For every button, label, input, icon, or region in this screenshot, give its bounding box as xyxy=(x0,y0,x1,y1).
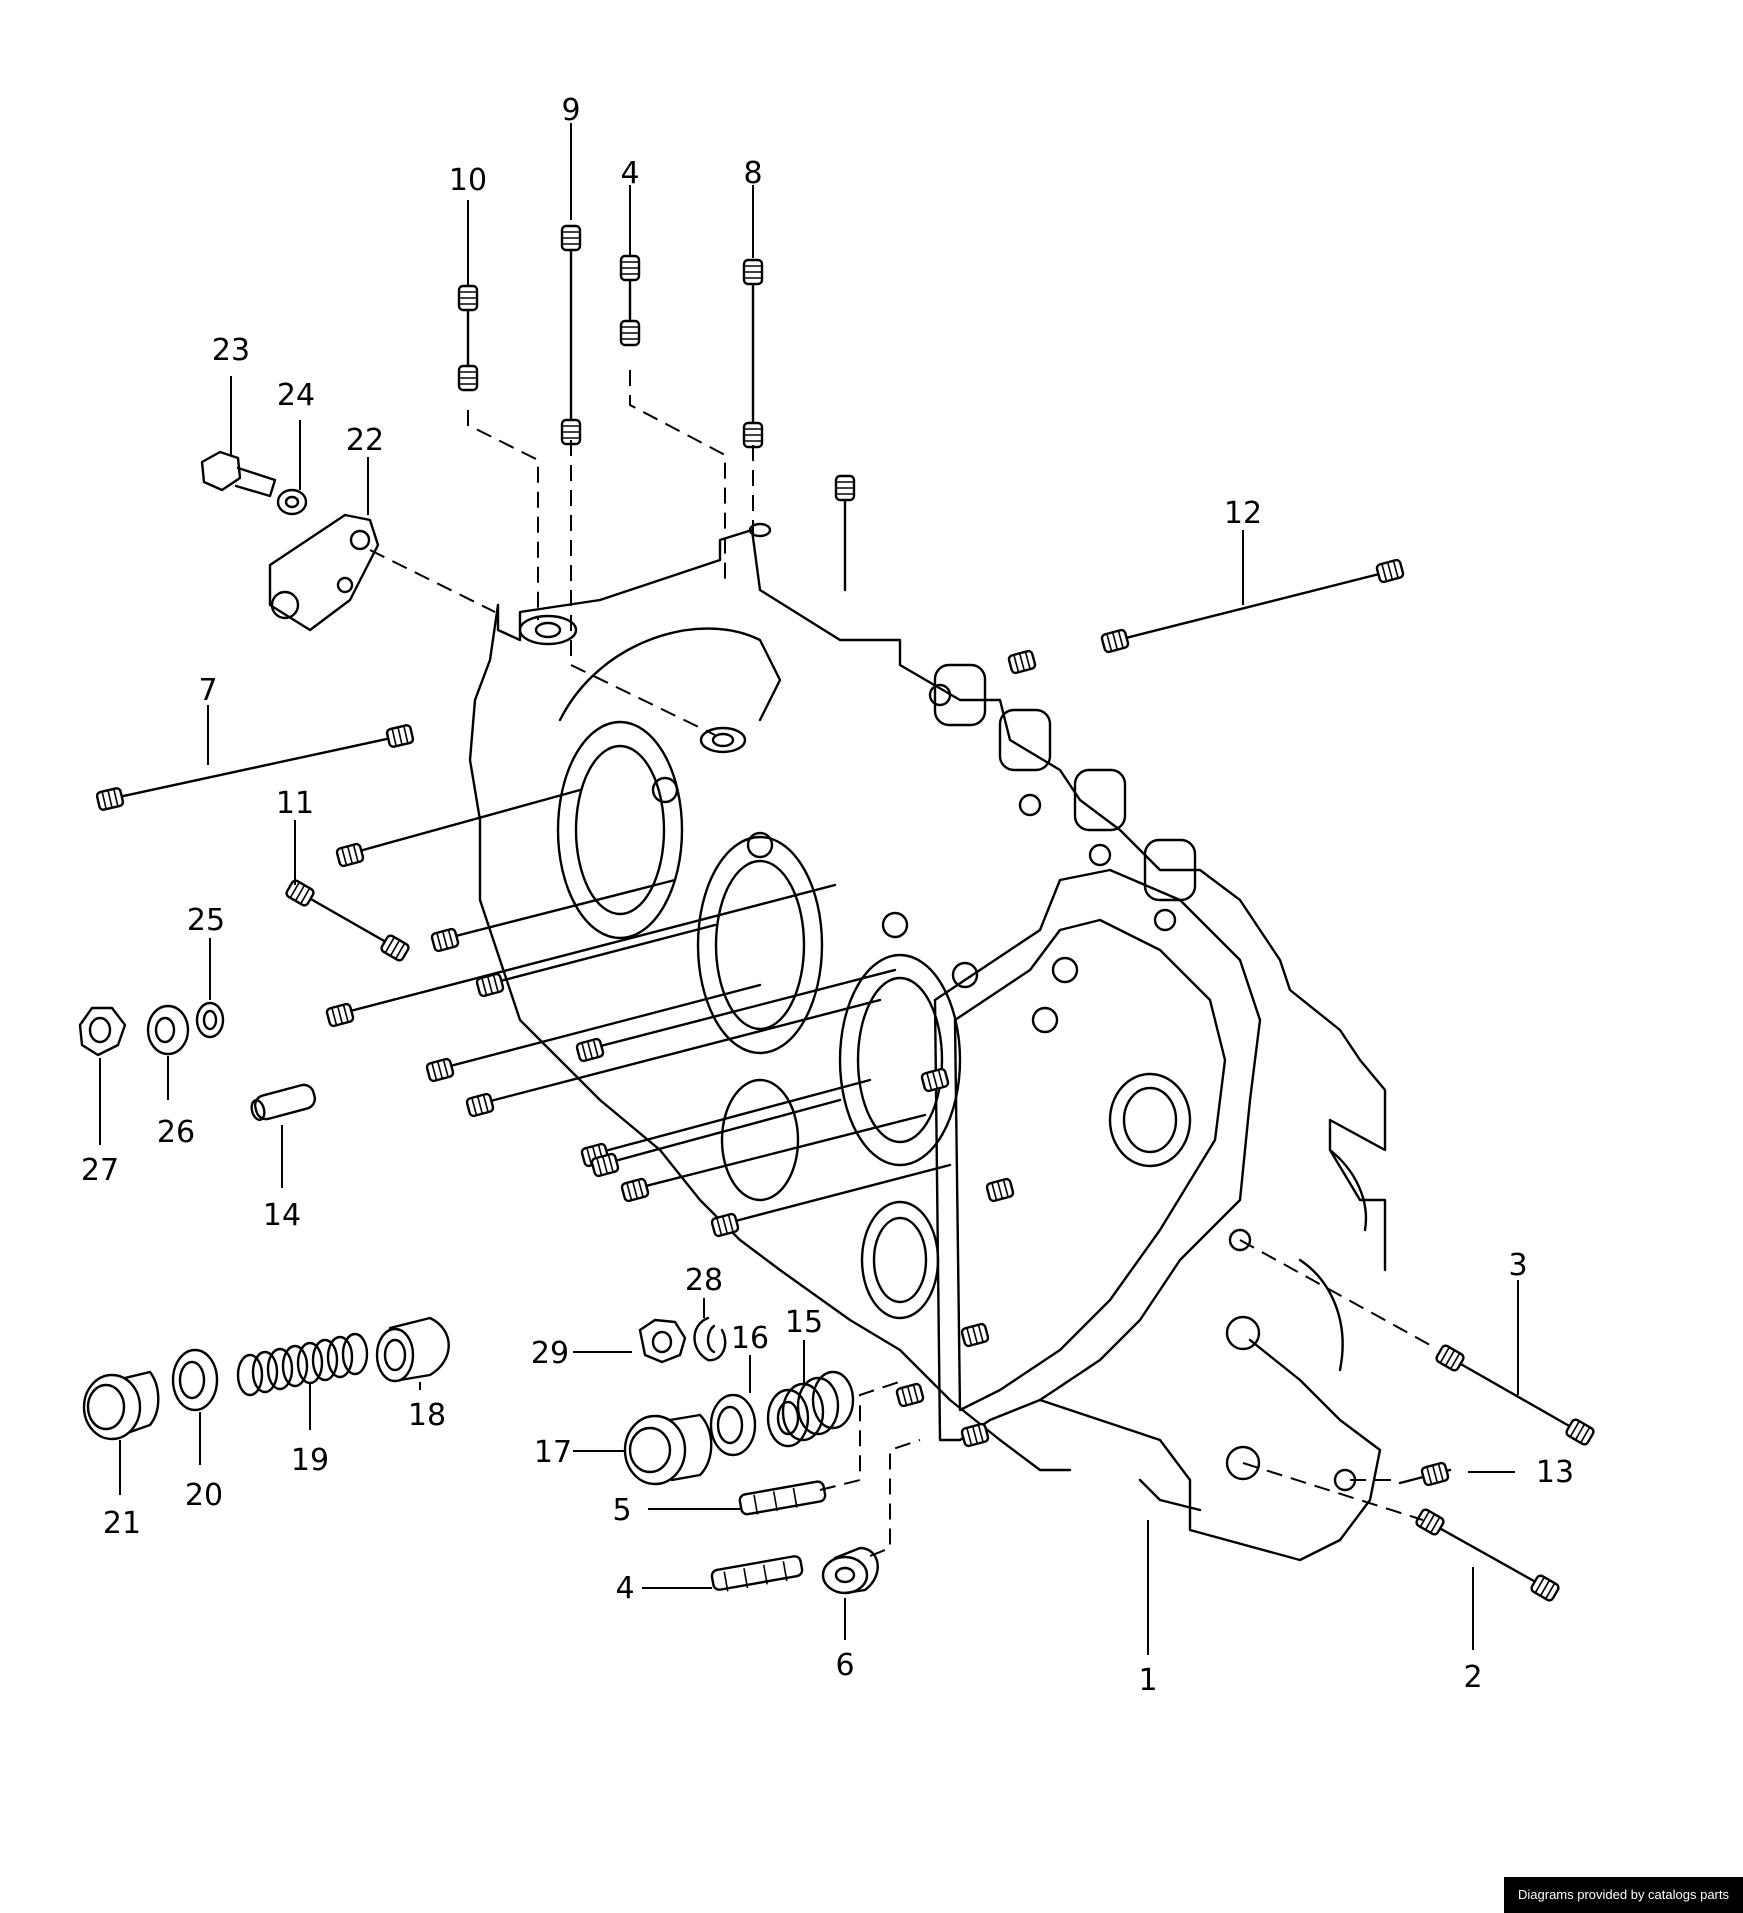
callout-17: 17 xyxy=(534,1435,572,1470)
bearing-bore xyxy=(838,953,962,1167)
callout-10: 10 xyxy=(449,163,487,198)
callouts: 1 2 3 4 4 5 6 7 8 9 10 11 12 13 14 15 16… xyxy=(81,93,1574,1698)
stud-part-9 xyxy=(560,224,582,446)
washer-part-26 xyxy=(146,1004,190,1056)
spring-part-15 xyxy=(766,1370,855,1448)
plug-part-21 xyxy=(82,1370,160,1441)
callout-26: 26 xyxy=(157,1115,195,1150)
stud-part-4-top xyxy=(619,254,641,347)
stud-part-8 xyxy=(742,258,856,592)
nut-part-29 xyxy=(638,1318,687,1364)
bearing-bore xyxy=(860,1200,940,1320)
stud-part-13 xyxy=(1398,1461,1452,1487)
stud-part-4-bottom xyxy=(710,1555,804,1592)
callout-3: 3 xyxy=(1508,1248,1527,1283)
nut-part-27 xyxy=(78,1006,127,1057)
callout-25: 25 xyxy=(187,903,225,938)
callout-21: 21 xyxy=(103,1506,141,1541)
washer-part-16 xyxy=(709,1393,757,1457)
callout-4-bottom: 4 xyxy=(615,1571,634,1606)
washer-part-20 xyxy=(171,1348,219,1412)
callout-7: 7 xyxy=(198,673,217,708)
assembly-lines xyxy=(369,370,1431,1557)
bearing-bore xyxy=(696,835,824,1055)
callout-9: 9 xyxy=(561,93,580,128)
callout-19: 19 xyxy=(291,1443,329,1478)
spring-part-19 xyxy=(236,1332,369,1397)
callout-29: 29 xyxy=(531,1336,569,1371)
leader-lines xyxy=(99,123,1519,1655)
callout-14: 14 xyxy=(263,1198,301,1233)
callout-24: 24 xyxy=(277,378,315,413)
cup-part-18 xyxy=(375,1316,450,1383)
stud-part-3 xyxy=(1433,1343,1597,1447)
bracket-part-22 xyxy=(268,513,380,632)
callout-16: 16 xyxy=(731,1321,769,1356)
callout-28: 28 xyxy=(685,1263,723,1298)
callout-1: 1 xyxy=(1138,1663,1157,1698)
callout-15: 15 xyxy=(785,1305,823,1340)
callout-22: 22 xyxy=(346,423,384,458)
callout-13: 13 xyxy=(1536,1455,1574,1490)
stud-part-11 xyxy=(283,878,412,963)
stud-part-7 xyxy=(95,723,415,812)
pin-part-14 xyxy=(250,1083,317,1121)
bearing-bore xyxy=(556,720,684,940)
callout-11: 11 xyxy=(276,786,314,821)
bearing-bore xyxy=(720,1078,800,1202)
credit-badge: Diagrams provided by catalogs parts xyxy=(1504,1877,1743,1913)
washer-part-24 xyxy=(276,488,308,516)
stud-part-12 xyxy=(1099,558,1406,654)
callout-12: 12 xyxy=(1224,496,1262,531)
plug-part-17 xyxy=(623,1413,713,1486)
callout-4-top: 4 xyxy=(620,156,639,191)
callout-18: 18 xyxy=(408,1398,446,1433)
clip-part-28 xyxy=(693,1316,727,1362)
sleeve-part-6 xyxy=(821,1546,879,1595)
callout-5: 5 xyxy=(612,1493,631,1528)
callout-2: 2 xyxy=(1463,1660,1482,1695)
callout-20: 20 xyxy=(185,1478,223,1513)
callout-6: 6 xyxy=(835,1648,854,1683)
crankcase-through-studs xyxy=(324,649,1038,1448)
washer-part-25 xyxy=(195,1001,225,1039)
stud-part-5 xyxy=(738,1480,827,1516)
callout-27: 27 xyxy=(81,1153,119,1188)
callout-23: 23 xyxy=(212,333,250,368)
bolt-part-23 xyxy=(200,450,277,498)
stud-part-10 xyxy=(457,284,479,392)
stud-part-2 xyxy=(1413,1507,1562,1603)
crankcase-half xyxy=(468,522,1387,1562)
callout-8: 8 xyxy=(743,156,762,191)
